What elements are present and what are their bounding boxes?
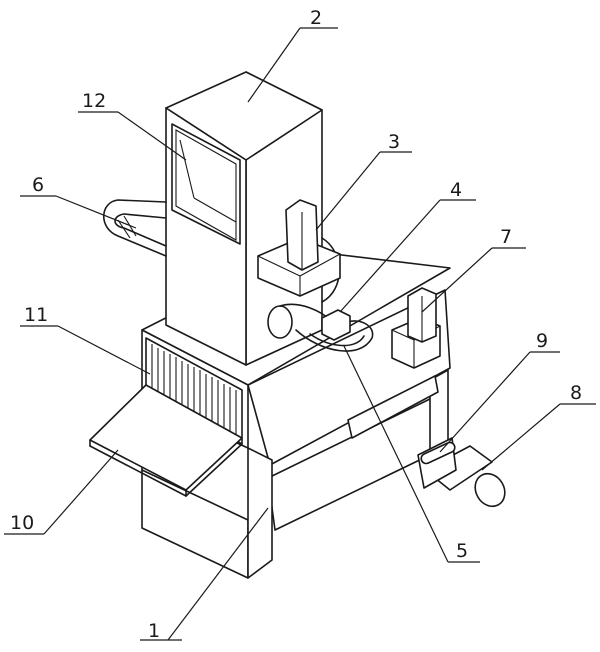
leader-8 bbox=[481, 403, 561, 471]
outlet-pipe bbox=[347, 375, 506, 508]
leader-7 bbox=[421, 247, 493, 313]
base-leg-side bbox=[247, 447, 273, 579]
leader-12 bbox=[117, 111, 187, 161]
label-5: 5 bbox=[456, 540, 468, 562]
base-front-leg bbox=[141, 469, 249, 579]
window-glass-line-2 bbox=[193, 197, 237, 223]
label-4: 4 bbox=[450, 179, 462, 201]
label-7: 7 bbox=[500, 226, 512, 248]
grille-and-tray bbox=[89, 337, 243, 497]
leader-10 bbox=[43, 449, 119, 535]
valve-handle bbox=[420, 441, 456, 465]
chute-plate bbox=[347, 375, 439, 439]
leader-3 bbox=[315, 151, 381, 231]
label-3: 3 bbox=[388, 131, 400, 153]
leader-2 bbox=[247, 27, 301, 103]
label-11: 11 bbox=[24, 304, 48, 326]
leader-11 bbox=[57, 325, 151, 375]
label-1: 1 bbox=[148, 620, 160, 642]
motor-7 bbox=[391, 287, 441, 369]
label-12: 12 bbox=[82, 90, 106, 112]
window-frame bbox=[175, 129, 237, 241]
label-2: 2 bbox=[310, 7, 322, 29]
pump-4-body bbox=[321, 309, 351, 341]
motor-3 bbox=[257, 199, 341, 303]
leader-4 bbox=[339, 199, 441, 313]
tray-edge-2 bbox=[89, 445, 187, 497]
leader-5 bbox=[343, 345, 449, 563]
leader-1 bbox=[167, 507, 269, 641]
leader-6 bbox=[55, 195, 137, 229]
label-9: 9 bbox=[536, 330, 548, 352]
motor-3-edge-2 bbox=[299, 253, 341, 277]
pump-assembly bbox=[267, 303, 374, 352]
callouts: 1 2 3 4 5 6 7 8 9 10 bbox=[4, 7, 596, 642]
label-10: 10 bbox=[10, 512, 34, 534]
return-pipe-inner bbox=[114, 213, 167, 247]
label-6: 6 bbox=[32, 174, 44, 196]
motor-7-edge bbox=[391, 329, 415, 341]
window-glass-line bbox=[179, 139, 195, 199]
tray-edge-4 bbox=[185, 443, 243, 497]
label-8: 8 bbox=[570, 382, 582, 404]
grille-bars bbox=[151, 344, 237, 440]
pipe-end bbox=[474, 472, 506, 508]
leader-9 bbox=[439, 351, 531, 453]
joint-pipe bbox=[295, 320, 374, 352]
pump-inlet bbox=[267, 305, 293, 339]
joint-pipe-inner bbox=[309, 333, 365, 347]
pipe-ring bbox=[117, 219, 131, 239]
motor-3-edge bbox=[257, 255, 301, 277]
